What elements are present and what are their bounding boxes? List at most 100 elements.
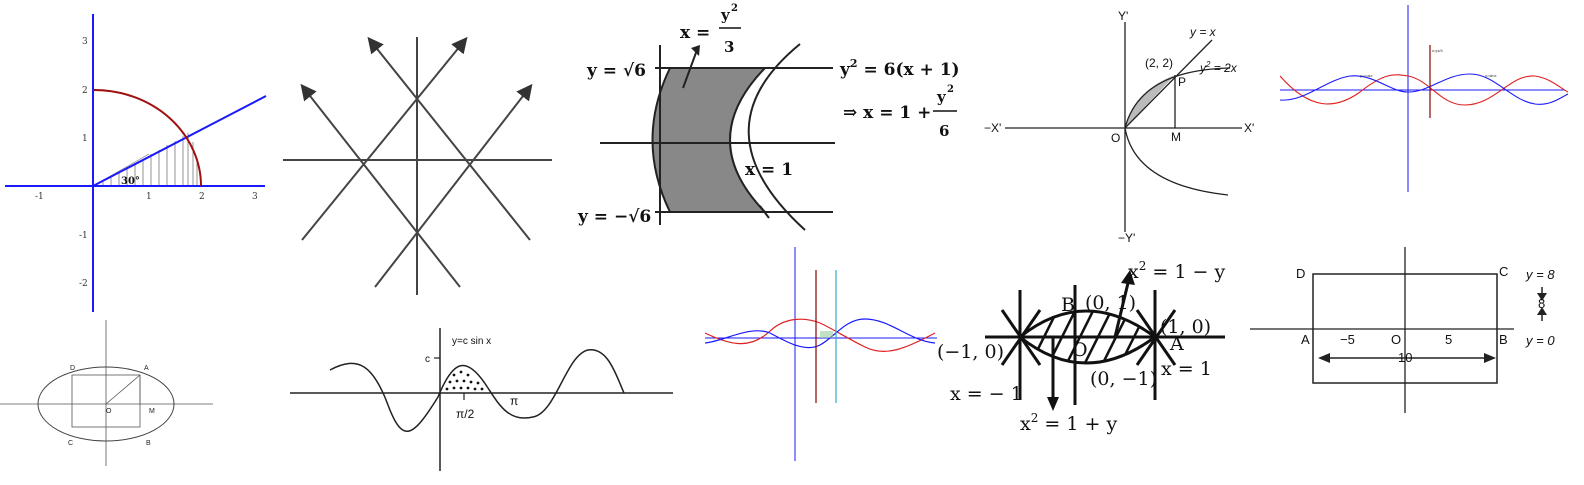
label-point-0-1: (0, 1) (1085, 292, 1136, 314)
line-parabola-svg: Y' −Y' −X' X' O M P (2, 2) y = x y2 = 2x (984, 9, 1254, 245)
label-point-neg1-0: (−1, 0) (937, 341, 1004, 363)
label-sin: y=sinx (1485, 73, 1496, 78)
label-a: A (1169, 333, 1184, 355)
label-b: B (146, 440, 151, 447)
label-y-top: Y' (1118, 9, 1128, 23)
eq-x2-1-plus-y: x2 = 1 + y (1020, 411, 1117, 435)
label-point-0-neg1: (0, −1) (1090, 368, 1157, 390)
label-c: c (425, 354, 430, 365)
label-m: M (1171, 130, 1181, 144)
svg-text:6: 6 (939, 122, 949, 140)
tick-x: 3 (252, 192, 258, 202)
parabola-lower (1124, 127, 1229, 196)
label-y-eq-x: y = x (1189, 25, 1217, 39)
label-y2-2x: y2 = 2x (1199, 60, 1238, 75)
label-m: M (149, 408, 155, 415)
tick-x: 1 (146, 192, 152, 202)
cos-curve (1280, 74, 1569, 106)
label-10: 10 (1398, 350, 1412, 365)
lens-parabolas-svg: x2 = 1 − y x2 = 1 + y B O A (0, 1) (1, 0… (937, 259, 1225, 435)
svg-text:3: 3 (724, 38, 734, 56)
line-lattice-svg (283, 36, 552, 295)
label-vline: x=pi/4 (1432, 48, 1444, 53)
circle-arc (92, 88, 202, 187)
parabola-upper (1124, 67, 1231, 129)
sine-curve (329, 349, 625, 433)
rectangle-dimensions-diagram: D C A O B −5 5 10 y = 8 8 y = 0 (1248, 245, 1573, 415)
svg-text:2: 2 (731, 3, 738, 14)
label-5: 5 (1445, 332, 1452, 347)
sin-curve (1280, 73, 1569, 105)
label-pi: π (510, 394, 518, 408)
label-a: A (144, 365, 149, 372)
cos-curve (705, 318, 936, 352)
shaded-region (651, 67, 768, 213)
rectangle (1312, 273, 1498, 384)
label-c: C (68, 440, 73, 447)
label-b: B (1499, 332, 1508, 347)
tick-x: 2 (199, 192, 205, 202)
label-cos: y=cosx (1360, 73, 1373, 78)
svg-text:y: y (720, 6, 731, 24)
sin-cos-vertical-plot (705, 245, 945, 465)
label-b: B (1061, 294, 1075, 316)
tick-y: -1 (79, 231, 88, 241)
label-x-1: x = 1 (745, 160, 793, 180)
angle-label: 30° (121, 176, 140, 187)
label-d: D (70, 365, 75, 372)
line-lattice-diagram (280, 25, 560, 305)
label-o: O (106, 408, 112, 415)
line-y-x (1124, 39, 1213, 129)
eq-x-1-plus: ⇒ x = 1 + (843, 103, 931, 123)
tick-y: -2 (79, 279, 88, 289)
label-y-0: y = 0 (1525, 333, 1555, 348)
svg-text:2: 2 (947, 84, 954, 95)
label-x-neg1: x = − 1 (950, 383, 1023, 405)
sin-cos-svg: y=cosx y=sinx x=pi/4 (1280, 5, 1569, 192)
label-x-left: −X' (984, 121, 1001, 135)
sin-cos-vertical-svg (705, 247, 937, 461)
eq-x-y2-3-lhs: x = (680, 23, 710, 43)
tick-y: 1 (82, 134, 88, 144)
sin-cos-plot: y=cosx y=sinx x=pi/4 (1280, 0, 1570, 195)
label-o: O (1111, 131, 1120, 145)
label-x-1: x = 1 (1161, 358, 1212, 380)
ellipse-rectangle-diagram: D A O M C B (0, 318, 215, 468)
label-y-8: y = 8 (1525, 267, 1555, 282)
label-y-sqrt6: y = √6 (586, 61, 646, 81)
rectangle-dimensions-svg: D C A O B −5 5 10 y = 8 8 y = 0 (1250, 247, 1555, 413)
parabola-region-svg: x = y 2 3 y = √6 y = −√6 y2 = 6(x + 1) ⇒… (577, 3, 960, 231)
parabola-region-graph: x = y 2 3 y = √6 y = −√6 y2 = 6(x + 1) ⇒… (575, 0, 975, 245)
label-pi-over-2: π/2 (456, 407, 475, 421)
c-sin-x-svg: y=c sin x c π/2 π (290, 328, 673, 471)
eq-y2-6x1: y2 = 6(x + 1) (839, 57, 960, 80)
ellipse-rectangle-svg: D A O M C B (0, 320, 213, 466)
lens-parabolas-graph: x2 = 1 − y x2 = 1 + y B O A (0, 1) (1, 0… (935, 245, 1235, 475)
svg-text:y: y (936, 88, 947, 106)
label-x-right: X' (1244, 121, 1254, 135)
eq-x2-1-minus-y: x2 = 1 − y (1128, 259, 1225, 283)
label-y-neg-sqrt6: y = −√6 (577, 207, 651, 227)
tick-y: 3 (82, 37, 88, 47)
outer-parabola (747, 43, 806, 231)
label-p: P (1178, 75, 1186, 89)
label-point-2-2: (2, 2) (1145, 56, 1173, 70)
label-y-c-sin-x: y=c sin x (452, 336, 491, 347)
sin-curve (705, 318, 936, 349)
label-8: 8 (1538, 296, 1545, 311)
tick-x: -1 (35, 192, 44, 202)
label-d: D (1296, 266, 1305, 281)
line-parabola-graph: Y' −Y' −X' X' O M P (2, 2) y = x y2 = 2x (980, 0, 1265, 245)
c-sin-x-graph: y=c sin x c π/2 π (288, 325, 678, 475)
tick-y: 2 (82, 86, 88, 96)
label-y-bottom: −Y' (1118, 231, 1135, 245)
ray-line (92, 95, 267, 187)
quarter-circle-svg: -1 1 2 3 3 2 1 -1 -2 30° (5, 14, 267, 312)
label-point-1-0: (1, 0) (1160, 316, 1211, 338)
label-o: O (1072, 339, 1088, 361)
label-neg5: −5 (1340, 332, 1355, 347)
label-c: C (1499, 264, 1508, 279)
label-a: A (1301, 332, 1310, 347)
label-o: O (1391, 332, 1401, 347)
quarter-circle-graph: -1 1 2 3 3 2 1 -1 -2 30° (0, 0, 275, 315)
